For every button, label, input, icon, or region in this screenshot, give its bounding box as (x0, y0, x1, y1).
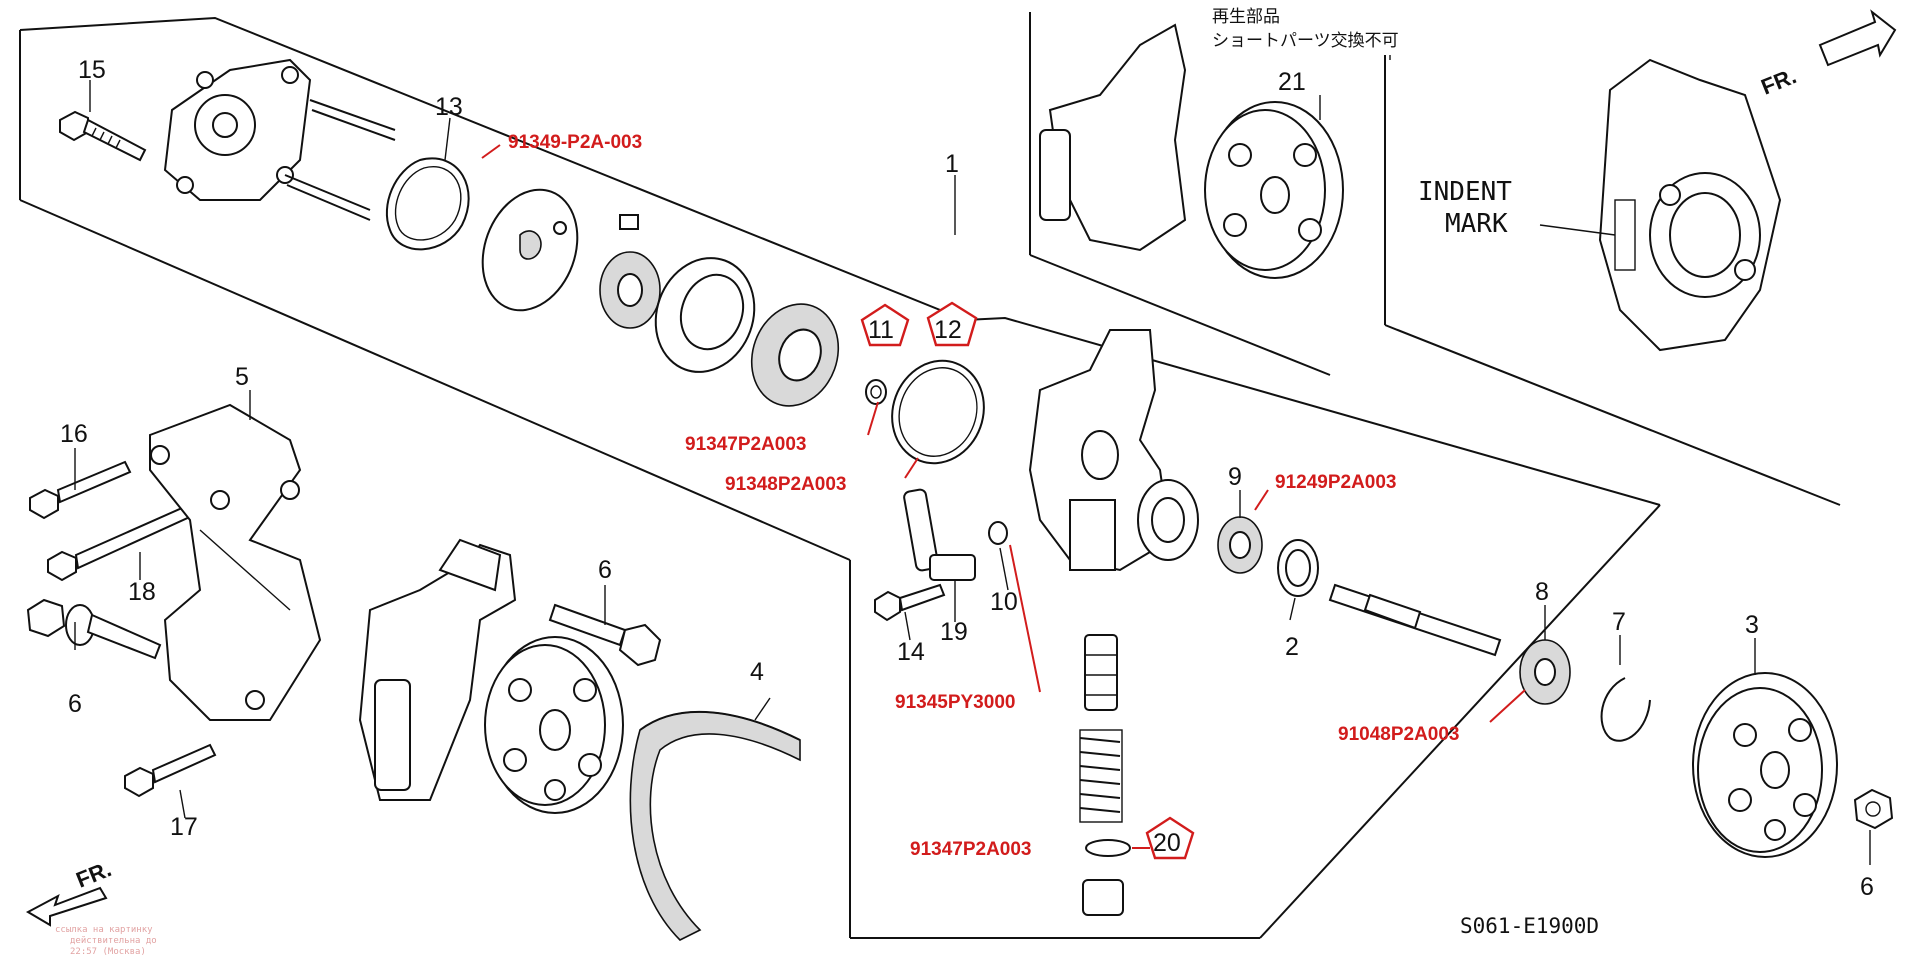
rotor-vanes (599, 214, 661, 329)
svg-text:20: 20 (1153, 829, 1181, 857)
callout-5: 5 (235, 363, 249, 391)
part-number-13: 91348P2A003 (725, 474, 847, 495)
callout-4: 4 (750, 658, 764, 686)
svg-text:действительна до: действительна до (70, 936, 157, 946)
indent-mark-housing (1598, 58, 1782, 352)
callout-1: 1 (945, 150, 959, 178)
o-ring-11 (988, 521, 1008, 545)
bolt-6-left (26, 598, 162, 660)
nut-7 (1853, 788, 1894, 830)
callouts: 15 13 1 21 5 16 18 6 17 6 4 14 19 10 9 2… (60, 56, 1874, 901)
callout-7: 6 (1860, 873, 1874, 901)
pump-cover (163, 58, 312, 201)
fr-label-bottom: FR. (73, 856, 115, 892)
bearing-10 (1217, 516, 1263, 574)
callout-11: 10 (990, 588, 1018, 616)
callout-22: 21 (1278, 68, 1306, 96)
fr-arrow-top (1818, 9, 1897, 67)
part-number-9: 91048P2A003 (1338, 724, 1460, 745)
fr-arrow-bottom (25, 886, 108, 927)
belt-4 (629, 710, 801, 941)
part-number-11: 91345PY3000 (895, 692, 1015, 713)
diagram-code: S061-E1900D (1460, 914, 1599, 938)
red-leader-lines (481, 144, 1526, 849)
bolt-19 (47, 498, 207, 582)
part-numbers: 91349-P2A-003 91347P2A003 91348P2A003 91… (508, 132, 1460, 860)
fr-label-top: FR. (1758, 63, 1800, 99)
side-plate (481, 188, 579, 312)
callout-17: 16 (60, 420, 88, 448)
watermark: ссылка на картинку действительна до 22:5… (55, 925, 157, 957)
pump-body (1028, 329, 1199, 572)
pulley-3 (1692, 672, 1838, 858)
o-ring-12 (865, 379, 887, 405)
callout-13-pentagon: 12 (926, 301, 978, 347)
dowel-pins (284, 99, 396, 221)
callout-10: 9 (1228, 463, 1242, 491)
callout-21-pentagon: 20 (1145, 816, 1195, 860)
bolt-17 (29, 460, 132, 520)
shaft (1328, 583, 1502, 657)
svg-text:11: 11 (868, 316, 894, 344)
callout-6-left: 6 (68, 690, 82, 718)
callout-18: 17 (170, 813, 198, 841)
bolt-6-right (548, 603, 662, 667)
callout-14: 13 (435, 93, 463, 121)
leader-lines (74, 55, 1871, 865)
callout-12-pentagon: 11 (860, 303, 910, 347)
bracket-5 (149, 403, 322, 721)
bolt-16 (59, 110, 147, 162)
bearing-9 (1519, 639, 1571, 705)
indent-label-line-2: MARK (1445, 209, 1508, 239)
bolt-15 (874, 583, 946, 622)
callout-15: 14 (897, 638, 925, 666)
bolt-18 (124, 743, 217, 798)
inlet-joint-20 (903, 488, 976, 581)
callout-19: 18 (128, 578, 156, 606)
part-number-10: 91249P2A003 (1275, 472, 1397, 493)
callout-3: 3 (1745, 611, 1759, 639)
part-number-21: 91347P2A003 (910, 839, 1032, 860)
part-number-14: 91349-P2A-003 (508, 132, 642, 153)
o-ring-14 (385, 157, 470, 251)
snap-ring-8 (1600, 677, 1651, 742)
part-number-12: 91347P2A003 (685, 434, 807, 455)
note-line-1: 再生部品 (1212, 7, 1280, 27)
callout-8: 7 (1612, 608, 1626, 636)
pump-assembly-22 (1039, 23, 1344, 279)
o-ring-13 (891, 359, 985, 465)
valve-assembly (1079, 634, 1131, 916)
callout-16: 15 (78, 56, 106, 84)
svg-text:22:57 (Москва): 22:57 (Москва) (70, 947, 146, 957)
callout-6-right: 6 (598, 556, 612, 584)
seal-2 (1277, 539, 1319, 597)
pump-assembly (358, 538, 624, 814)
callout-2: 2 (1285, 633, 1299, 661)
callout-9: 8 (1535, 578, 1549, 606)
end-plate (750, 303, 840, 407)
svg-text:ссылка на картинку: ссылка на картинку (55, 925, 153, 935)
cam-ring (654, 257, 756, 373)
note-line-2: ショートパーツ交換不可 (1212, 31, 1399, 51)
svg-text:12: 12 (934, 316, 962, 344)
callout-20: 19 (940, 618, 968, 646)
indent-label-line-1: INDENT (1418, 177, 1512, 207)
